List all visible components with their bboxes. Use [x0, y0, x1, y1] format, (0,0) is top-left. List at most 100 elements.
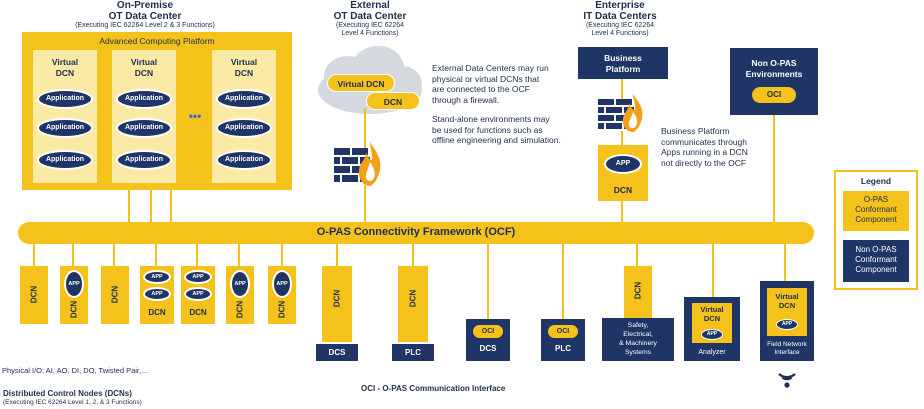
oci-badge: OCI: [752, 87, 796, 103]
wireless-icon: [778, 373, 796, 388]
enterprise-dcn-label: DCN: [613, 185, 633, 195]
vdcn1-label-1: Virtual: [51, 57, 79, 67]
ocf-label: O-PAS Connectivity Framework (OCF): [316, 226, 516, 238]
dcn-label: DCN: [408, 289, 418, 308]
safety-systems-box: [602, 318, 674, 361]
app-ellipse: APP: [184, 287, 212, 301]
connector-line: [150, 190, 152, 222]
application-ellipse: Application: [37, 118, 93, 138]
enterprise-title-2: IT Data Centers: [583, 11, 657, 22]
physical-io-caption: Physical I/O: AI, AO, DI, DO, Twisted Pa…: [2, 366, 148, 375]
analyzer-label: Analyzer: [698, 349, 726, 356]
dcn-label: DCN: [633, 281, 643, 300]
connector-line: [562, 244, 564, 319]
application-ellipse: Application: [37, 150, 93, 170]
connector-line: [773, 115, 775, 222]
onprem-title-2: OT Data Center: [108, 11, 182, 22]
connector-line: [784, 244, 786, 281]
app-ellipse: APP: [272, 270, 292, 298]
legend-nonconformant-swatch: [843, 240, 909, 282]
business-platform: [578, 47, 668, 79]
application-ellipse: Application: [116, 118, 172, 138]
dcn-label: DCN: [332, 289, 342, 308]
connector-line: [364, 185, 366, 222]
app-ellipse: APP: [143, 287, 171, 301]
enterprise-title-1: Enterprise: [595, 0, 645, 11]
oci-badge: OCI: [548, 325, 578, 338]
dcn-caption-title: Distributed Control Nodes (DCNs): [3, 389, 132, 398]
application-ellipse: Application: [216, 150, 272, 170]
connector-line: [281, 244, 283, 266]
legend-conformant-swatch: [843, 191, 909, 231]
vdcn2-label-1: Virtual: [130, 57, 158, 67]
app-ellipse: APP: [776, 319, 798, 330]
vdcn3-label-2: DCN: [234, 68, 254, 78]
connector-line: [113, 244, 115, 266]
vdcn3-label-1: Virtual: [230, 57, 258, 67]
oci-badge: OCI: [473, 325, 503, 338]
application-ellipse: Application: [116, 150, 172, 170]
onprem-title-1: On-Premise: [116, 0, 174, 11]
connector-line: [336, 244, 338, 266]
connector-line: [128, 190, 130, 222]
vdcn2-label-2: DCN: [134, 68, 154, 78]
connector-line: [621, 201, 623, 222]
application-ellipse: Application: [37, 89, 93, 109]
connector-line: [33, 244, 35, 266]
enterprise-subtitle-2: Level 4 Functions): [591, 30, 649, 37]
app-ellipse: APP: [604, 154, 642, 174]
nonopas-title-1: Non O-PAS: [751, 58, 797, 68]
enterprise-subtitle-1: (Executing IEC 62264: [585, 22, 655, 29]
dcs-dcn-node: [322, 266, 352, 342]
app-ellipse: APP: [143, 270, 171, 284]
dcn-label: DCN: [69, 300, 79, 319]
oci-dcs-label: DCS: [479, 344, 497, 353]
external-dcn: DCN: [366, 92, 420, 110]
flame-icon: [358, 142, 381, 186]
connector-line: [364, 108, 366, 148]
onprem-subtitle: (Executing IEC 62264 Level 2 & 3 Functio…: [75, 22, 215, 29]
external-subtitle-1: (Executing IEC 62264: [335, 22, 405, 29]
connector-line: [72, 244, 74, 266]
nonopas-title-2: Environments: [745, 69, 803, 79]
vdcn1-label-2: DCN: [55, 68, 75, 78]
platform-label: Advanced Computing Platform: [99, 36, 215, 46]
connector-line: [170, 190, 172, 222]
safety-dcn-node: [624, 266, 652, 318]
oci-caption: OCI - O-PAS Communication Interface: [361, 384, 506, 393]
app-ellipse: APP: [701, 329, 723, 340]
external-title-2: OT Data Center: [333, 11, 407, 22]
flame-icon: [622, 94, 643, 132]
external-subtitle-2: Level 4 Functions): [341, 30, 399, 37]
legend-box: [834, 170, 918, 290]
connector-line: [636, 244, 638, 266]
connector-line: [412, 244, 414, 266]
application-ellipse: Application: [216, 89, 272, 109]
dcn-label: DCN: [110, 285, 120, 304]
dcn-label: DCN: [189, 308, 207, 317]
connector-line: [196, 244, 198, 266]
dcs-box: DCS: [316, 344, 358, 361]
external-title-1: External: [350, 0, 390, 11]
dcn-label: DCN: [235, 300, 245, 319]
dcn-node: [101, 266, 129, 324]
dcn-node: [20, 266, 48, 324]
app-ellipse: APP: [64, 270, 84, 298]
oci-plc-label: PLC: [555, 344, 571, 353]
connector-line: [621, 79, 623, 99]
dcn-caption-subtitle: (Executing IEC 62264 Level 1, 2, & 3 Fun…: [3, 399, 142, 406]
app-ellipse: APP: [184, 270, 212, 284]
business-label-1: Business: [604, 53, 642, 63]
external-virtual-dcn: Virtual DCN: [327, 74, 395, 92]
app-ellipse: APP: [230, 270, 250, 298]
connector-line: [238, 244, 240, 266]
ellipsis-dots: •••: [188, 109, 202, 123]
plc-box: PLC: [392, 344, 434, 361]
